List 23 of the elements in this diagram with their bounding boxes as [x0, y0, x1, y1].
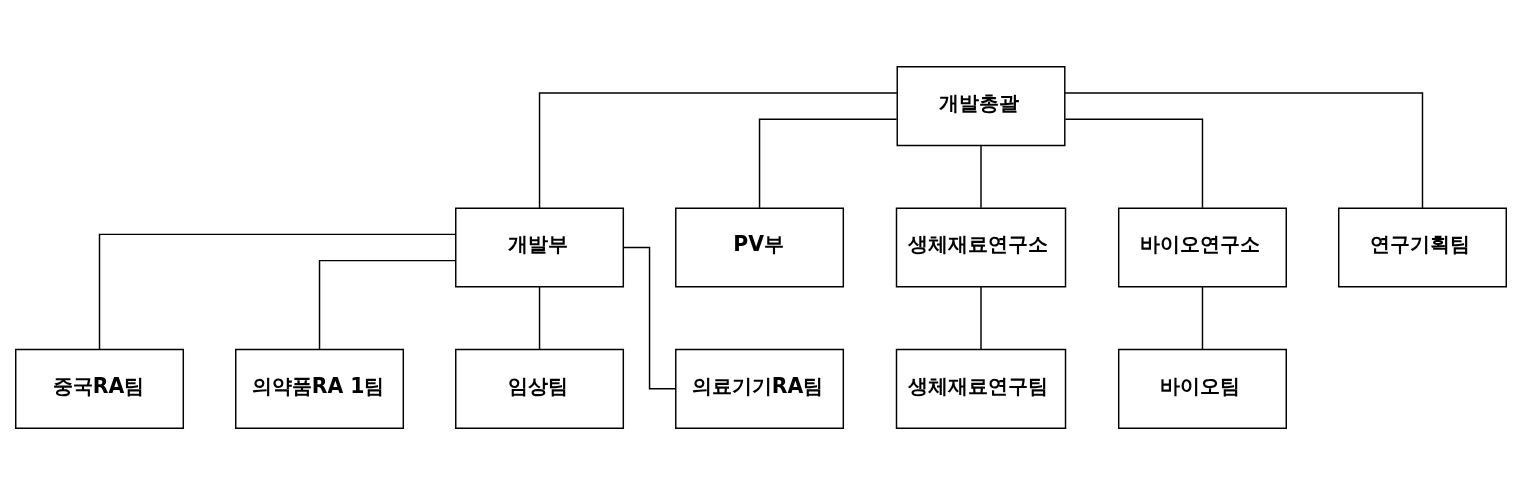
connector	[1064, 92, 1424, 209]
connector	[622, 246, 677, 390]
node-box: PV부	[675, 207, 845, 288]
connector	[758, 118, 898, 209]
node-box: 중국RA팀	[15, 348, 184, 429]
node-box: 개발부	[455, 207, 625, 288]
connector	[98, 233, 457, 351]
node-box: 바이오연구소	[1117, 207, 1287, 288]
node-box: 의약품RA 1팀	[235, 348, 405, 429]
connector	[980, 144, 982, 209]
connector	[538, 92, 898, 209]
node-box: 개발총괄	[896, 66, 1066, 147]
connector	[1064, 118, 1204, 209]
connector	[538, 286, 541, 350]
node-box: 바이오팀	[1117, 348, 1287, 429]
connector	[1201, 286, 1204, 350]
node-box: 임상팀	[455, 348, 625, 429]
node-box: 생체재료연구팀	[895, 348, 1067, 429]
connector	[318, 259, 457, 350]
node-box: 생체재료연구소	[895, 207, 1067, 288]
node-box: 연구기획팀	[1338, 207, 1507, 288]
connector	[980, 286, 982, 350]
node-box: 의료기기RA팀	[675, 348, 845, 429]
